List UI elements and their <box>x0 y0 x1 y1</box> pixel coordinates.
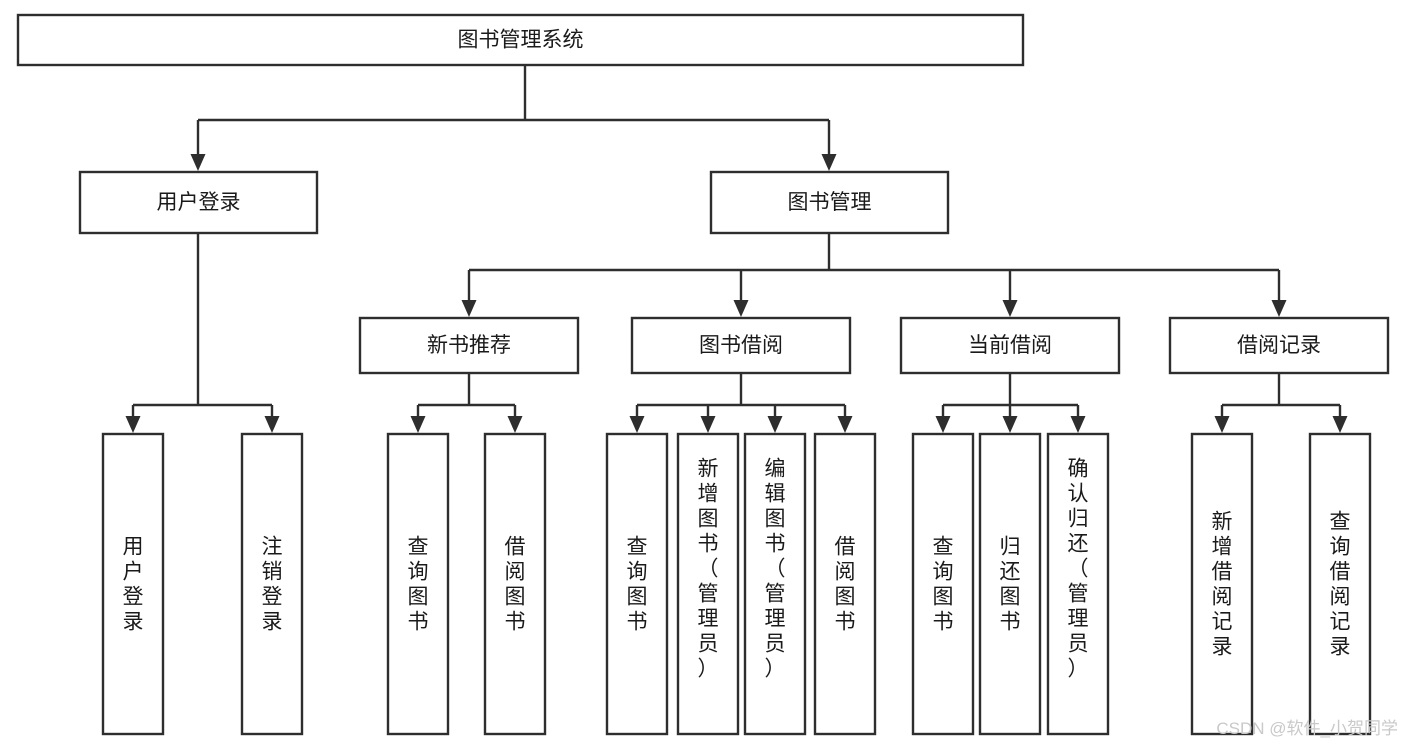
node-box-leaf-logout[interactable] <box>240 432 304 736</box>
arrow-head-icon <box>1271 300 1287 317</box>
arrow-head-icon <box>461 300 477 317</box>
node-leaf-query-book-3[interactable]: 查询图书 <box>911 432 975 736</box>
node-label-leaf-query-record: 查询借阅记录 <box>1330 511 1351 659</box>
node-leaf-add-record[interactable]: 新增借阅记录 <box>1190 432 1254 736</box>
node-label-leaf-borrow-book-1: 借阅图书 <box>505 536 526 634</box>
node-book-manage[interactable]: 图书管理 <box>709 170 950 235</box>
node-label-user-login: 用户登录 <box>157 191 241 214</box>
node-box-leaf-add-record[interactable] <box>1190 432 1254 736</box>
arrow-head-icon <box>1002 300 1018 317</box>
node-user-login[interactable]: 用户登录 <box>78 170 319 235</box>
node-label-leaf-query-book-3: 查询图书 <box>933 536 954 634</box>
node-label-book-borrow: 图书借阅 <box>699 334 783 357</box>
node-label-current-borrow: 当前借阅 <box>968 334 1052 357</box>
node-label-book-manage: 图书管理 <box>788 191 872 214</box>
node-label-root: 图书管理系统 <box>458 29 584 52</box>
node-current-borrow[interactable]: 当前借阅 <box>899 316 1121 375</box>
connector-layer <box>125 65 1348 433</box>
node-box-user-login[interactable] <box>78 170 319 235</box>
node-book-borrow[interactable]: 图书借阅 <box>630 316 852 375</box>
arrow-head-icon <box>700 416 716 433</box>
connector-group-root_to_level2 <box>190 65 837 171</box>
connector-group-book_manage_to_level3 <box>461 233 1287 317</box>
node-box-leaf-borrow-book-1[interactable] <box>483 432 547 736</box>
arrow-head-icon <box>507 416 523 433</box>
node-leaf-borrow-book-2[interactable]: 借阅图书 <box>813 432 877 736</box>
arrow-head-icon <box>821 154 837 171</box>
arrow-head-icon <box>1070 416 1086 433</box>
node-leaf-return-book[interactable]: 归还图书 <box>978 432 1042 736</box>
node-box-leaf-query-book-3[interactable] <box>911 432 975 736</box>
node-label-leaf-return-book: 归还图书 <box>1000 536 1021 634</box>
node-leaf-borrow-book-1[interactable]: 借阅图书 <box>483 432 547 736</box>
node-box-leaf-confirm-return[interactable] <box>1046 432 1110 736</box>
node-box-book-manage[interactable] <box>709 170 950 235</box>
node-label-borrow-record: 借阅记录 <box>1237 334 1321 357</box>
arrow-head-icon <box>1214 416 1230 433</box>
node-leaf-query-record[interactable]: 查询借阅记录 <box>1308 432 1372 736</box>
node-box-leaf-return-book[interactable] <box>978 432 1042 736</box>
arrow-head-icon <box>837 416 853 433</box>
connector-group-record_to_leaves <box>1214 373 1348 433</box>
node-box-leaf-edit-book[interactable] <box>743 432 807 736</box>
node-box-leaf-query-book-2[interactable] <box>605 432 669 736</box>
arrow-head-icon <box>264 416 280 433</box>
node-leaf-query-book-1[interactable]: 查询图书 <box>386 432 450 736</box>
node-leaf-query-book-2[interactable]: 查询图书 <box>605 432 669 736</box>
node-leaf-logout[interactable]: 注销登录 <box>240 432 304 736</box>
node-label-leaf-borrow-book-2: 借阅图书 <box>835 536 856 634</box>
arrow-head-icon <box>733 300 749 317</box>
node-box-new-book-recommend[interactable] <box>358 316 580 375</box>
arrow-head-icon <box>767 416 783 433</box>
node-box-book-borrow[interactable] <box>630 316 852 375</box>
connector-group-user_login_to_leaves <box>125 233 280 433</box>
arrow-head-icon <box>410 416 426 433</box>
node-box-leaf-query-book-1[interactable] <box>386 432 450 736</box>
arrow-head-icon <box>190 154 206 171</box>
node-root[interactable]: 图书管理系统 <box>16 13 1025 67</box>
node-leaf-confirm-return[interactable]: 确认归还（管理员） <box>1046 432 1110 736</box>
node-box-leaf-borrow-book-2[interactable] <box>813 432 877 736</box>
node-leaf-edit-book[interactable]: 编辑图书（管理员） <box>743 432 807 736</box>
node-box-root[interactable] <box>16 13 1025 67</box>
node-label-leaf-query-book-1: 查询图书 <box>408 536 429 634</box>
csdn-watermark: CSDN @软件_小贺同学 <box>1216 719 1398 738</box>
connector-group-current_to_leaves <box>935 373 1086 433</box>
connector-group-borrow_to_leaves <box>629 373 853 433</box>
node-label-new-book-recommend: 新书推荐 <box>427 334 511 357</box>
node-box-borrow-record[interactable] <box>1168 316 1390 375</box>
connector-group-recommend_to_leaves <box>410 373 523 433</box>
node-box-leaf-user-login[interactable] <box>101 432 165 736</box>
node-label-leaf-add-record: 新增借阅记录 <box>1212 511 1233 659</box>
node-label-leaf-logout: 注销登录 <box>262 536 283 634</box>
node-label-leaf-confirm-return: 确认归还（管理员） <box>1068 458 1089 681</box>
node-box-leaf-query-record[interactable] <box>1308 432 1372 736</box>
arrow-head-icon <box>1002 416 1018 433</box>
node-leaf-user-login[interactable]: 用户登录 <box>101 432 165 736</box>
node-borrow-record[interactable]: 借阅记录 <box>1168 316 1390 375</box>
node-label-leaf-add-book: 新增图书（管理员） <box>698 458 719 681</box>
node-leaf-add-book[interactable]: 新增图书（管理员） <box>676 432 740 736</box>
node-layer: 图书管理系统用户登录图书管理新书推荐图书借阅当前借阅借阅记录用户登录注销登录查询… <box>16 13 1390 736</box>
node-box-current-borrow[interactable] <box>899 316 1121 375</box>
node-new-book-recommend[interactable]: 新书推荐 <box>358 316 580 375</box>
arrow-head-icon <box>935 416 951 433</box>
node-label-leaf-edit-book: 编辑图书（管理员） <box>765 458 786 681</box>
arrow-head-icon <box>1332 416 1348 433</box>
node-box-leaf-add-book[interactable] <box>676 432 740 736</box>
watermark-layer: CSDN @软件_小贺同学 <box>1216 719 1398 738</box>
node-label-leaf-user-login: 用户登录 <box>123 536 144 634</box>
arrow-head-icon <box>629 416 645 433</box>
arrow-head-icon <box>125 416 141 433</box>
node-label-leaf-query-book-2: 查询图书 <box>627 536 648 634</box>
